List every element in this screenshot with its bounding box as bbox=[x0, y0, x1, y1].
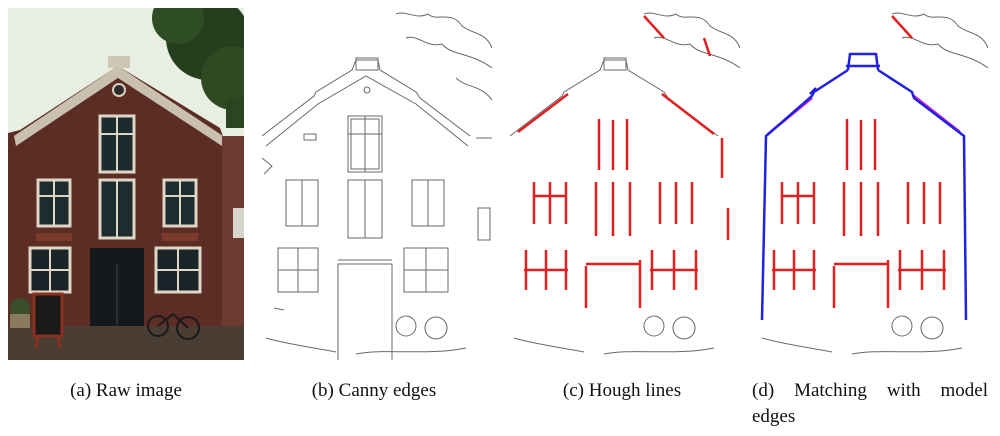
matched-edges bbox=[767, 95, 961, 135]
hough-lines-image bbox=[509, 12, 740, 355]
chalkboard-sign bbox=[32, 292, 64, 349]
caption-text: Raw image bbox=[95, 380, 182, 401]
raw-image-panel bbox=[8, 8, 244, 360]
background-edges bbox=[761, 12, 988, 355]
caption-d: (d) Matching with model edges bbox=[752, 378, 988, 430]
bicycle bbox=[147, 313, 200, 340]
tree bbox=[152, 8, 244, 128]
canny-edge-lines bbox=[261, 12, 492, 360]
caption-label: (a) bbox=[70, 380, 92, 401]
hough-lines-panel bbox=[504, 8, 740, 360]
model-edges bbox=[760, 52, 968, 321]
background-edges bbox=[509, 12, 740, 355]
caption-b: (b) Canny edges bbox=[256, 378, 492, 404]
model-matching-panel bbox=[752, 8, 988, 360]
caption-text: Hough lines bbox=[588, 380, 682, 401]
canny-edges-image bbox=[261, 12, 492, 360]
canny-edges-panel bbox=[256, 8, 492, 360]
caption-label: (c) bbox=[562, 380, 584, 401]
caption-c: (c) Hough lines bbox=[504, 378, 740, 404]
caption-label: (d) bbox=[752, 380, 775, 401]
hough-line-segments bbox=[772, 15, 946, 308]
caption-a: (a) Raw image bbox=[8, 378, 244, 404]
caption-text: Canny edges bbox=[338, 380, 437, 401]
caption-text: Matching with model edges bbox=[752, 380, 988, 427]
model-matching-image bbox=[760, 12, 988, 355]
caption-label: (b) bbox=[311, 380, 334, 401]
raw-image bbox=[8, 8, 244, 360]
hough-line-segments bbox=[517, 15, 730, 308]
